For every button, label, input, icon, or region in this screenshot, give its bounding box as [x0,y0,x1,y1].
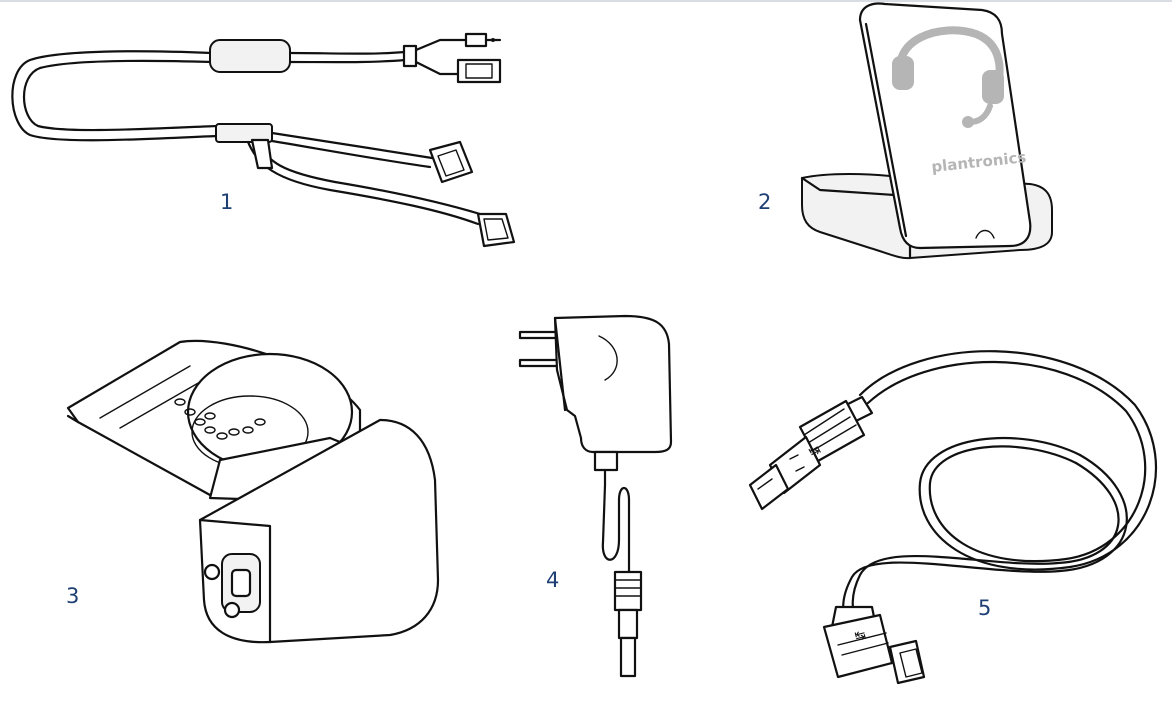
item-2-label: 2 [758,190,772,214]
ehs-cable-icon [0,0,540,260]
usb-cable-icon: ↹ ↹ [740,345,1170,700]
item-3-label: 3 [66,584,80,608]
item-1-label: 1 [220,190,234,214]
svg-text:↹: ↹ [853,628,867,645]
item-4-label: 4 [546,568,560,592]
item-5-label: 5 [978,596,992,620]
charging-cradle-icon: plantronics [790,0,1060,265]
handset-lifter-icon [60,330,450,650]
top-divider [0,0,1172,2]
ac-power-adapter-icon [515,310,685,685]
